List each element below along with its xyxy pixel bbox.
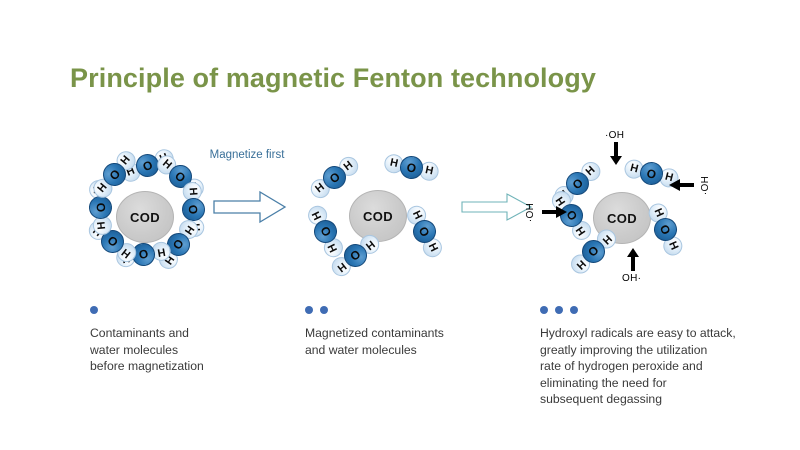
cluster-magnetized: COD H O H H O H H O H H O H H O H xyxy=(304,152,446,280)
caption-before-magnetization: Contaminants and water molecules before … xyxy=(90,306,265,375)
page-title: Principle of magnetic Fenton technology xyxy=(70,63,596,93)
hydroxyl-radical-top: ·OH xyxy=(605,130,624,166)
attack-arrow-up-icon xyxy=(627,248,639,271)
cod-label: COD xyxy=(362,208,394,224)
cluster-before-magnetization: COD H O H H O H H O H H O H H O H xyxy=(83,146,208,273)
stage-dot xyxy=(90,306,98,314)
radical-label-left: ·OH xyxy=(525,202,537,222)
stage-marker-dots xyxy=(305,306,505,314)
caption-hydroxyl-attack: Hydroxyl radicals are easy to attack, gr… xyxy=(540,306,780,408)
hydroxyl-radical-left: ·OH xyxy=(521,202,568,222)
stage-dot xyxy=(320,306,328,314)
cluster-hydroxyl-attack: COD H O H H O H H O H H O H H O H xyxy=(548,157,687,278)
caption-text: Contaminants and water molecules before … xyxy=(90,326,204,373)
cod-core: COD xyxy=(116,191,174,243)
stage-dot xyxy=(570,306,578,314)
hydroxyl-radical-bottom: OH· xyxy=(622,248,641,284)
hydroxyl-radical-right: ·OH xyxy=(668,175,715,195)
radical-label-bottom: OH· xyxy=(622,273,642,284)
water-molecule: H O H xyxy=(644,200,687,260)
radical-label-right: ·OH xyxy=(700,175,712,195)
attack-arrow-down-icon xyxy=(610,142,622,165)
diagram-canvas: COD H O H H O H H O H H O H H O H xyxy=(83,130,715,284)
caption-text: Magnetized contaminants and water molecu… xyxy=(305,326,444,357)
attack-arrow-right-icon xyxy=(542,206,568,218)
fenton-reaction-arrow-icon xyxy=(461,193,533,221)
stage-dot xyxy=(305,306,313,314)
magnetize-arrow-icon xyxy=(213,190,287,224)
cod-core: COD xyxy=(349,190,407,242)
stage-dot xyxy=(540,306,548,314)
water-molecule: H O H xyxy=(306,152,364,204)
stage-marker-dots xyxy=(90,306,265,314)
attack-arrow-left-icon xyxy=(669,179,694,191)
magnetize-label: Magnetize first xyxy=(209,149,285,161)
water-molecule: H O H xyxy=(402,202,447,262)
stage-dot xyxy=(555,306,563,314)
cod-label: COD xyxy=(606,210,638,226)
water-molecule: H O H xyxy=(303,202,348,262)
cod-label: COD xyxy=(129,209,161,225)
water-molecule: H O H xyxy=(382,151,441,185)
radical-label-top: ·OH xyxy=(605,130,625,141)
stage-marker-dots xyxy=(540,306,780,314)
caption-magnetized: Magnetized contaminants and water molecu… xyxy=(305,306,505,358)
caption-text: Hydroxyl radicals are easy to attack, gr… xyxy=(540,326,736,406)
